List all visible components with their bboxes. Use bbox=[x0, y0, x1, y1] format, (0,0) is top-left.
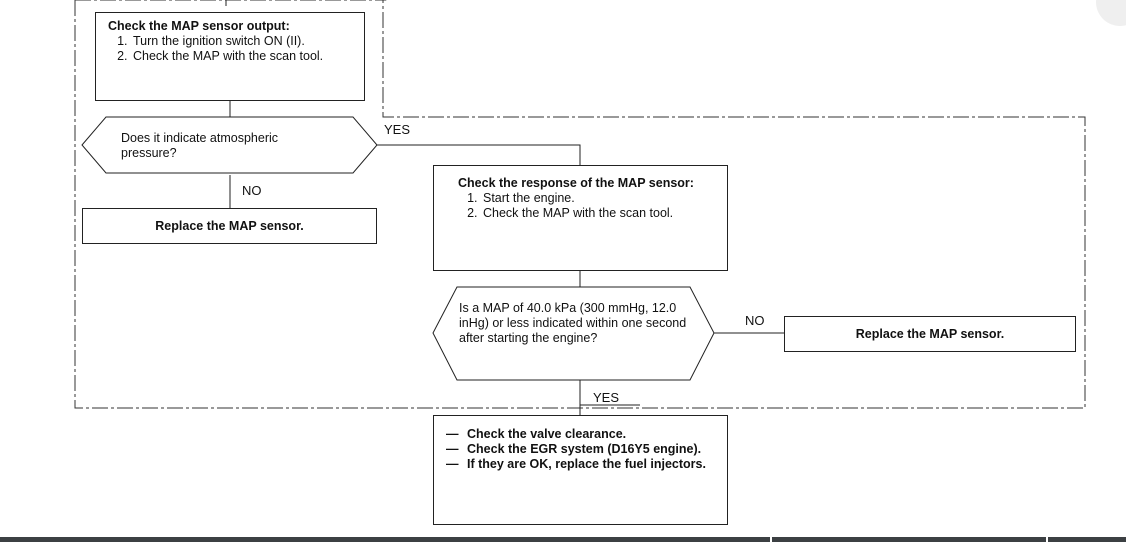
final-checks-box: Check the valve clearance. Check the EGR… bbox=[433, 415, 728, 525]
replace-map-sensor-text-left: Replace the MAP sensor. bbox=[155, 218, 304, 233]
replace-map-sensor-text-right: Replace the MAP sensor. bbox=[855, 326, 1005, 341]
replace-map-sensor-box-left: Replace the MAP sensor. bbox=[82, 208, 377, 244]
map-response-steps: Start the engine. Check the MAP with the… bbox=[458, 191, 709, 221]
bottom-toolbar bbox=[0, 537, 1126, 542]
map-response-title: Check the response of the MAP sensor: bbox=[458, 176, 694, 190]
decision-atmospheric-text: Does it indicate atmospheric pressure? bbox=[121, 131, 279, 160]
map-output-check-box: Check the MAP sensor output: Turn the ig… bbox=[95, 12, 365, 101]
map-output-title: Check the MAP sensor output: bbox=[108, 19, 290, 33]
decision-atmospheric-no-label: NO bbox=[242, 183, 262, 198]
map-output-step-2: Check the MAP with the scan tool. bbox=[131, 49, 354, 64]
decision-map40-no-label: NO bbox=[745, 313, 765, 328]
final-checks-list: Check the valve clearance. Check the EGR… bbox=[444, 427, 717, 472]
map-response-step-2: Check the MAP with the scan tool. bbox=[481, 206, 709, 221]
decision-map40-text: Is a MAP of 40.0 kPa (300 mmHg, 12.0 inH… bbox=[459, 301, 687, 345]
final-check-item-2: Check the EGR system (D16Y5 engine). bbox=[444, 442, 717, 457]
map-response-step-1: Start the engine. bbox=[481, 191, 709, 206]
final-check-item-3: If they are OK, replace the fuel injecto… bbox=[444, 457, 717, 472]
decision-map40-yes-label: YES bbox=[593, 390, 620, 405]
decision-atmospheric-yes-label: YES bbox=[384, 122, 411, 137]
replace-map-sensor-box-right: Replace the MAP sensor. bbox=[784, 316, 1076, 352]
map-output-steps: Turn the ignition switch ON (II). Check … bbox=[108, 34, 354, 64]
bottom-toolbar-divider bbox=[1046, 537, 1048, 542]
map-response-check-box: Check the response of the MAP sensor: St… bbox=[433, 165, 728, 271]
bottom-toolbar-divider bbox=[770, 537, 772, 542]
final-check-item-1: Check the valve clearance. bbox=[444, 427, 717, 442]
map-output-step-1: Turn the ignition switch ON (II). bbox=[131, 34, 354, 49]
